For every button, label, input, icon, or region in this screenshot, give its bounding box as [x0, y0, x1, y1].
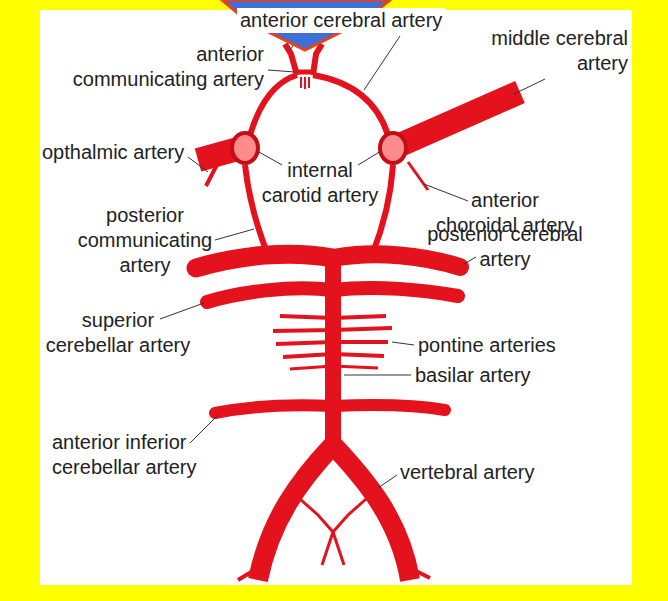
circle-of-willis [196, 44, 520, 580]
leader-line [259, 152, 282, 165]
leader-line [358, 151, 381, 165]
vessel [333, 492, 374, 532]
leader-line [160, 303, 204, 319]
vessel [238, 568, 258, 580]
label-position: anterior cerebral artery [237, 8, 452, 33]
carotid-cut-end [232, 133, 258, 163]
vessel [290, 366, 378, 369]
artery-label: opthalmic artery [42, 140, 192, 165]
vessel [273, 328, 392, 331]
vessel [280, 316, 386, 318]
artery-label: posterior cerebral artery [420, 222, 590, 272]
artery-label: anterior communicating artery [64, 42, 264, 92]
white-panel [40, 10, 632, 585]
leader-line [464, 257, 476, 264]
vessel [196, 254, 333, 268]
artery-label: vertebral artery [400, 460, 560, 485]
vessel [301, 77, 309, 89]
label-position: pontine arteries [418, 333, 578, 358]
artery-label: basilar artery [415, 363, 565, 388]
leader-line [215, 229, 254, 240]
vessel [322, 532, 333, 565]
label-position: posterior communicating artery [70, 203, 220, 278]
vessel [333, 288, 458, 296]
artery-label: anterior inferior cerebellar artery [52, 430, 202, 480]
leader-line [514, 79, 545, 94]
vessel [276, 342, 388, 344]
vessel [408, 162, 428, 190]
carotid-cut-end [380, 133, 406, 163]
vessel [393, 92, 520, 148]
leader-line [344, 375, 411, 376]
leader-line [364, 36, 400, 90]
label-position: basilar artery [415, 363, 565, 388]
artery-label: pontine arteries [418, 333, 578, 358]
vessel [333, 254, 460, 267]
leader-line [378, 475, 397, 488]
label-position: anterior communicating artery [64, 42, 264, 92]
vessel [207, 288, 333, 302]
artery-label: posterior communicating artery [70, 203, 220, 278]
leader-line [188, 157, 208, 172]
artery-label: internal carotid artery [258, 158, 382, 208]
vessel [245, 165, 268, 255]
vessel [283, 354, 384, 357]
label-position: superior cerebellar artery [40, 308, 196, 358]
leader-line [424, 184, 468, 201]
vessel [333, 532, 344, 565]
leader-line [392, 342, 414, 345]
artery-label: anterior cerebral artery [237, 8, 445, 33]
artery-label: middle cerebral artery [478, 26, 628, 76]
artery-label: superior cerebellar artery [40, 308, 196, 358]
vessel [333, 405, 445, 410]
vessel [333, 445, 410, 580]
leader-line [268, 70, 295, 72]
vessel [292, 492, 333, 532]
vessel [410, 568, 430, 578]
leader-line [190, 415, 218, 443]
label-position: middle cerebral artery [478, 26, 628, 76]
vessel [372, 165, 393, 255]
vessel [313, 44, 322, 75]
vessel [313, 75, 388, 135]
label-position: anterior inferior cerebellar artery [52, 430, 202, 480]
vessel [325, 252, 341, 450]
label-position: opthalmic artery [42, 140, 192, 165]
vessel [215, 405, 333, 413]
label-position: internal carotid artery [258, 158, 382, 208]
label-position: vertebral artery [400, 460, 560, 485]
label-position: posterior cerebral artery [420, 222, 590, 272]
vessel [206, 156, 222, 186]
vessel [258, 445, 333, 580]
